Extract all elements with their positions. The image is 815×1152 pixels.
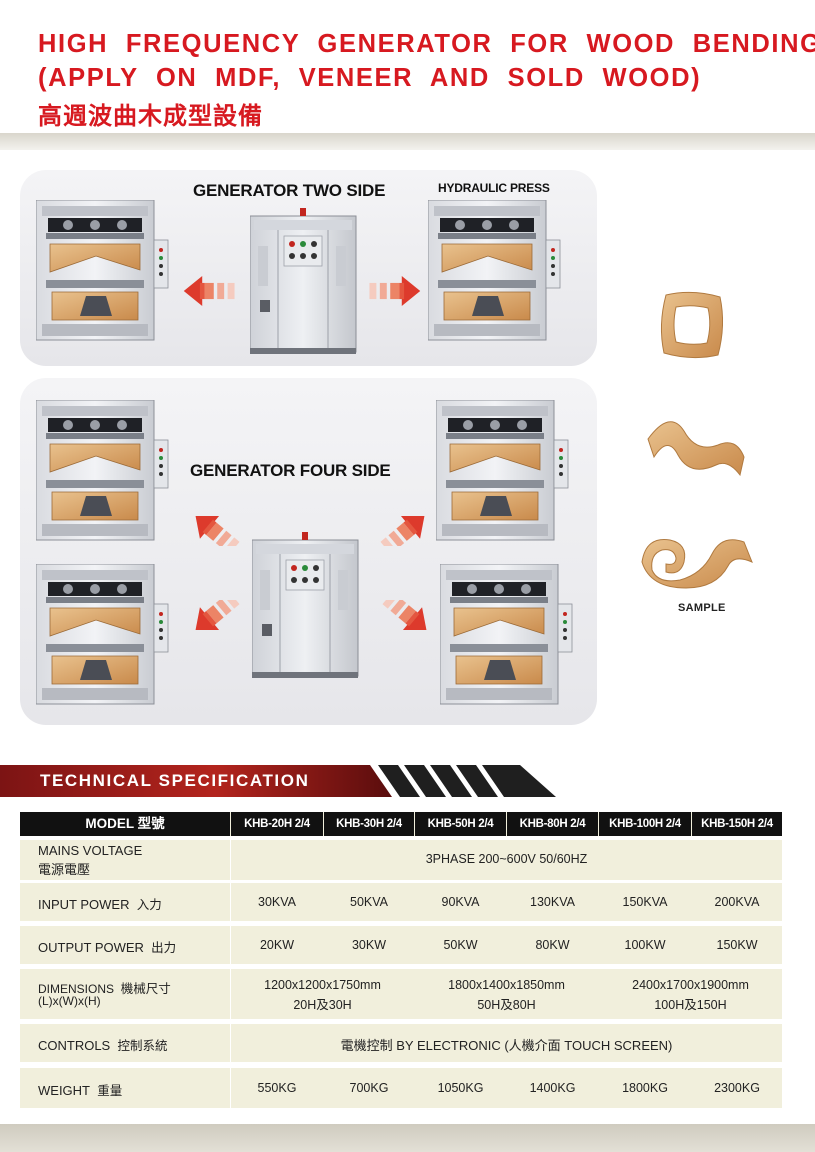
- band-top-stripe: [0, 133, 815, 150]
- model-col-4: KHB-80H 2/4: [519, 818, 586, 830]
- sample-spiral-strip: [641, 538, 753, 589]
- output-power-value: 100KW: [624, 938, 666, 952]
- footer-stripe: [0, 1124, 815, 1152]
- dimensions-label: DIMENSIONS 機械尺寸: [38, 978, 171, 997]
- dimensions-models-50-80: 50H及80H: [477, 998, 536, 1012]
- hydraulic-press-bottom-left: [36, 564, 169, 705]
- hydraulic-press-bottom-right: [440, 564, 573, 705]
- header-separator: [230, 812, 231, 836]
- generator-four-side-label: GENERATOR FOUR SIDE: [190, 461, 391, 480]
- model-col-1: KHB-20H 2/4: [244, 818, 310, 830]
- arrow-left-icon: [183, 276, 235, 306]
- input-power-label-en: INPUT POWER: [38, 897, 130, 912]
- row-divider: [230, 840, 231, 880]
- hydraulic-press-top-right: [436, 400, 569, 541]
- model-col-6: KHB-150H 2/4: [701, 818, 773, 830]
- weight-label-en: WEIGHT: [38, 1083, 90, 1098]
- hydraulic-press-right: [428, 200, 561, 341]
- arrow-down-right-icon: [380, 600, 436, 630]
- sample-square-frame: [660, 291, 724, 359]
- weight-value: 700KG: [349, 1081, 389, 1095]
- header-separator: [691, 812, 692, 836]
- arrow-up-right-icon: [378, 516, 434, 546]
- dimensions-row: DIMENSIONS 機械尺寸 (L)x(W)x(H) 1200x1200x17…: [20, 969, 782, 1019]
- dimensions-label-en: DIMENSIONS: [38, 982, 115, 996]
- controls-label-en: CONTROLS: [38, 1038, 111, 1053]
- controls-value: 電機控制 BY ELECTRONIC (人機介面 TOUCH SCREEN): [340, 1038, 673, 1053]
- input-power-label-zh: 入力: [136, 898, 162, 912]
- controls-label-zh: 控制系統: [117, 1039, 168, 1053]
- page-title-chinese: 高週波曲木成型設備: [38, 103, 263, 130]
- hydraulic-press-left: [36, 200, 169, 341]
- row-divider: [230, 969, 231, 1019]
- arrow-right-icon: [369, 276, 421, 306]
- row-divider: [230, 883, 231, 921]
- model-col-2: KHB-30H 2/4: [336, 818, 402, 830]
- weight-value: 1050KG: [437, 1081, 484, 1095]
- input-power-row: INPUT POWER 入力 30KVA 50KVA 90KVA 130KVA …: [20, 883, 782, 921]
- dimensions-size-20-30: 1200x1200x1750mm: [264, 978, 381, 992]
- weight-label-zh: 重量: [97, 1084, 123, 1098]
- input-power-value: 200KVA: [714, 895, 760, 909]
- header-separator: [323, 812, 324, 836]
- weight-value: 2300KG: [714, 1081, 760, 1095]
- input-power-label: INPUT POWER 入力: [38, 894, 162, 913]
- sample-label: SAMPLE: [678, 602, 726, 614]
- dimensions-label-zh: 機械尺寸: [120, 982, 171, 996]
- sample-curved-strip: [647, 421, 745, 477]
- dimensions-label-sub: (L)x(W)x(H): [38, 994, 101, 1008]
- mains-voltage-row: MAINS VOLTAGE 電源電壓 3PHASE 200~600V 50/60…: [20, 840, 782, 880]
- spec-section-title: TECHNICAL SPECIFICATION: [40, 771, 310, 790]
- output-power-label-zh: 出力: [151, 941, 177, 955]
- arrow-down-left-icon: [186, 600, 242, 630]
- page-title-line2: (APPLY ON MDF, VENEER AND SOLD WOOD): [38, 64, 702, 92]
- mains-voltage-value: 3PHASE 200~600V 50/60HZ: [425, 852, 588, 866]
- output-power-label-en: OUTPUT POWER: [38, 940, 144, 955]
- controls-label: CONTROLS 控制系統: [38, 1035, 167, 1054]
- weight-value: 1400KG: [529, 1081, 576, 1095]
- output-power-value: 50KW: [443, 938, 478, 952]
- input-power-value: 30KVA: [258, 895, 296, 909]
- dimensions-models-20-30: 20H及30H: [293, 998, 352, 1012]
- page-title-line1: HIGH FREQUENCY GENERATOR FOR WOOD BENDIN…: [38, 30, 815, 58]
- row-divider: [230, 926, 231, 964]
- model-header: MODEL 型號: [85, 816, 165, 831]
- hydraulic-press-top-left: [36, 400, 169, 541]
- output-power-value: 80KW: [535, 938, 570, 952]
- model-col-5: KHB-100H 2/4: [609, 818, 681, 830]
- arrow-up-left-icon: [186, 516, 242, 546]
- mains-voltage-label-zh: 電源電壓: [38, 862, 91, 877]
- weight-value: 550KG: [257, 1081, 297, 1095]
- output-power-value: 20KW: [259, 938, 295, 952]
- header-separator: [506, 812, 507, 836]
- output-power-label: OUTPUT POWER 出力: [38, 937, 176, 956]
- dimensions-models-100-150: 100H及150H: [654, 998, 727, 1012]
- input-power-value: 90KVA: [441, 895, 480, 909]
- model-col-3: KHB-50H 2/4: [427, 818, 494, 830]
- output-power-value: 30KW: [351, 938, 387, 952]
- dimensions-size-100-150: 2400x1700x1900mm: [632, 978, 749, 992]
- input-power-value: 150KVA: [622, 895, 668, 909]
- hydraulic-press-label: HYDRAULIC PRESS: [438, 181, 550, 195]
- row-divider: [230, 1024, 231, 1062]
- controls-row: CONTROLS 控制系統 電機控制 BY ELECTRONIC (人機介面 T…: [20, 1024, 782, 1062]
- header-separator: [414, 812, 415, 836]
- page-header: HIGH FREQUENCY GENERATOR FOR WOOD BENDIN…: [0, 0, 815, 133]
- high-frequency-generator-two-side: [250, 207, 357, 355]
- mains-voltage-label: MAINS VOLTAGE: [38, 843, 143, 858]
- spec-header-row: MODEL 型號 KHB-20H 2/4 KHB-30H 2/4 KHB-50H…: [20, 812, 782, 836]
- output-power-value: 150KW: [716, 938, 758, 952]
- output-power-row: OUTPUT POWER 出力 20KW 30KW 50KW 80KW 100K…: [20, 926, 782, 964]
- weight-label: WEIGHT 重量: [38, 1080, 122, 1099]
- input-power-value: 50KVA: [350, 895, 388, 909]
- weight-value: 1800KG: [622, 1081, 668, 1095]
- input-power-value: 130KVA: [530, 895, 575, 909]
- row-divider: [230, 1068, 231, 1108]
- weight-row: WEIGHT 重量 550KG 700KG 1050KG 1400KG 1800…: [20, 1068, 782, 1108]
- spec-title-bar: [0, 765, 556, 797]
- header-separator: [598, 812, 599, 836]
- dimensions-size-50-80: 1800x1400x1850mm: [448, 978, 565, 992]
- generator-two-side-label: GENERATOR TWO SIDE: [193, 181, 386, 200]
- high-frequency-generator-four-side: [252, 531, 359, 679]
